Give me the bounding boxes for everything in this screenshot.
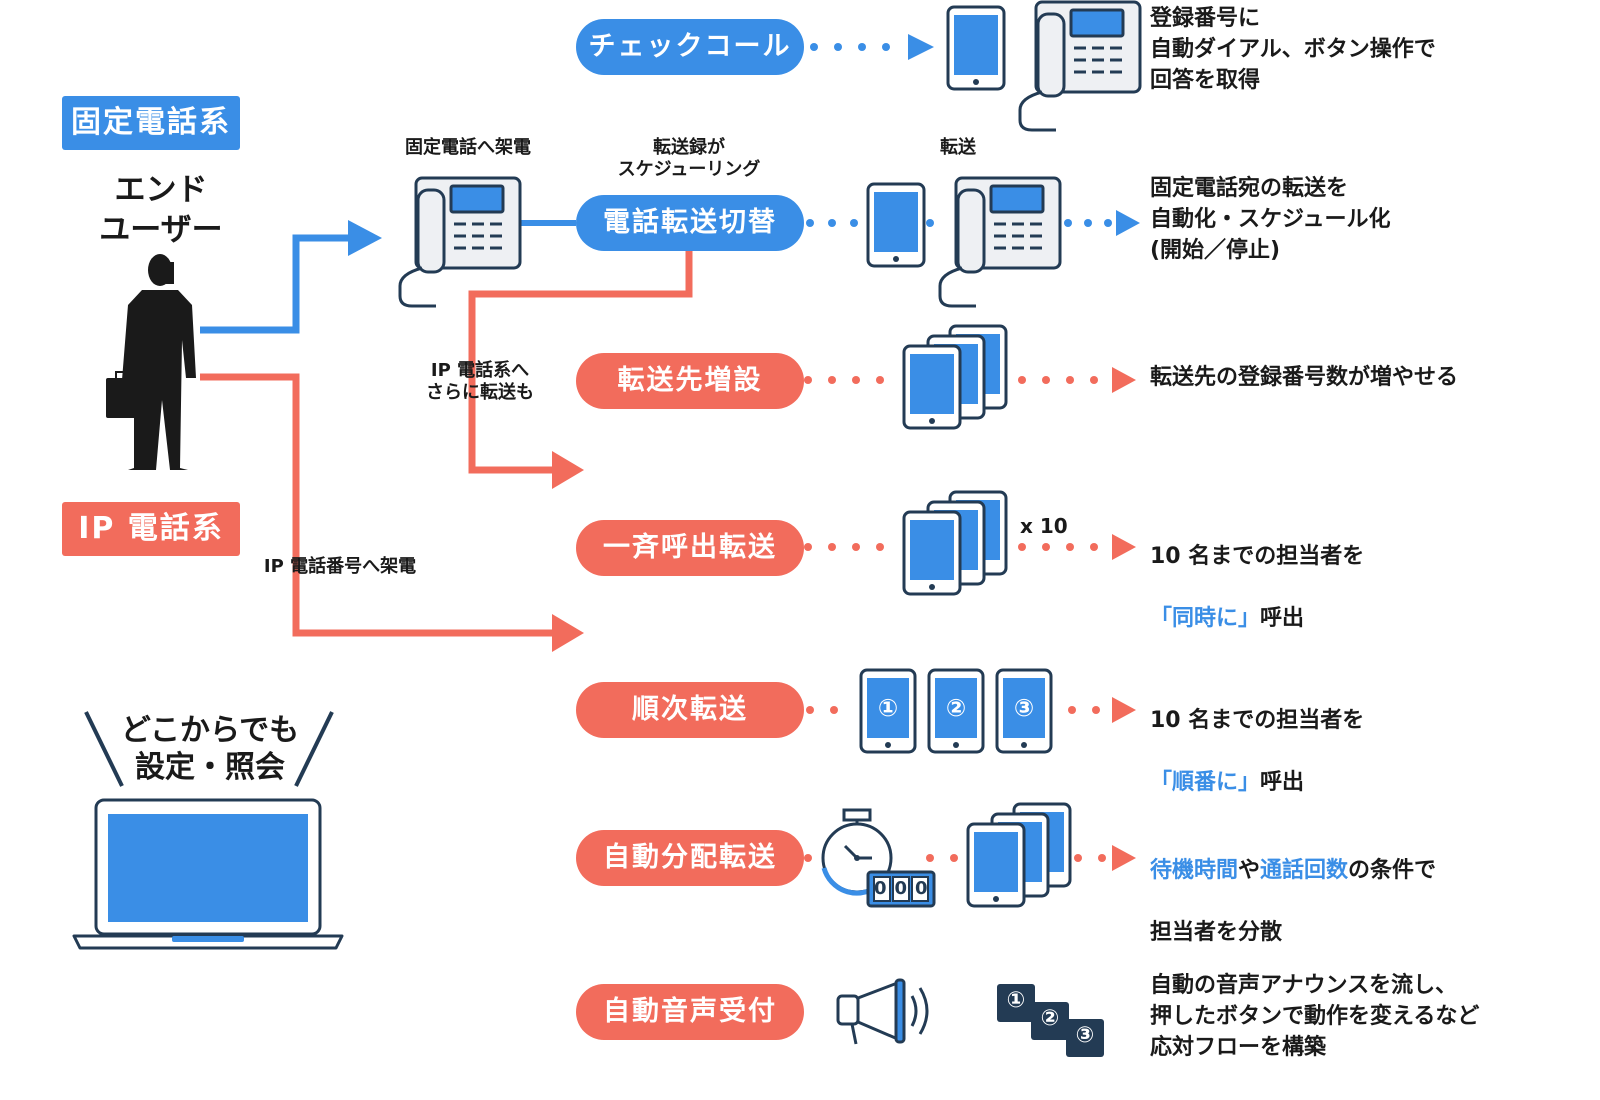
service-transfer-switch: 電話転送切替 <box>576 195 804 251</box>
desc-distribution-line2: 担当者を分散 <box>1150 920 1283 945</box>
seq-number-1: ① <box>877 694 899 722</box>
red-route-line <box>200 373 556 637</box>
service-auto-voice: 自動音声受付 <box>576 984 804 1040</box>
row0-deskphone-icon <box>1018 0 1142 132</box>
row1-deskphone-icon <box>938 176 1062 308</box>
row2-arrow <box>1112 367 1136 393</box>
fixed-tag-bg <box>62 96 240 150</box>
desc-sequential-highlight: 「順番に」 <box>1150 770 1261 795</box>
desc-simultaneous-call: 10 名までの担当者を 「同時に」呼出 <box>1150 510 1364 634</box>
desk-phone-icon <box>398 176 522 308</box>
key-number-3: ③ <box>1075 1023 1095 1048</box>
service-check-call: チェックコール <box>576 19 804 75</box>
row5-tablets-icon <box>968 804 1070 906</box>
row3-tablets-icon <box>904 492 1006 594</box>
desc-check-call: 登録番号に 自動ダイアル、ボタン操作で 回答を取得 <box>1150 6 1436 93</box>
businessman-icon <box>106 254 196 470</box>
fixed-line-tag: 固定電話系 <box>71 105 231 140</box>
desc-distribution-condition: の条件で <box>1348 858 1437 883</box>
anywhere-label: どこからでも 設定・照会 <box>120 713 300 785</box>
desc-sequential-transfer: 10 名までの担当者を 「順番に」呼出 <box>1150 674 1364 798</box>
row1-tablet-icon <box>866 182 926 268</box>
key-number-1: ① <box>1006 988 1026 1013</box>
desc-distribution-call-count: 通話回数 <box>1260 858 1349 883</box>
ip-phone-tag: IP 電話系 <box>78 511 224 546</box>
row1-arrow <box>1116 210 1140 236</box>
numbered-keys-icon <box>997 984 1104 1057</box>
row4-numbered-tablets <box>859 668 1053 754</box>
service-add-destination: 転送先増設 <box>576 353 804 409</box>
dots-row0 <box>810 43 890 51</box>
call-fixed-label: 固定電話へ架電 <box>405 137 531 158</box>
desc-simultaneous-tail: 呼出 <box>1260 606 1305 631</box>
transfer-label: 転送 <box>940 137 976 158</box>
row5-arrow <box>1112 845 1136 871</box>
row0-arrow <box>908 34 934 60</box>
desc-simultaneous-highlight: 「同時に」 <box>1150 606 1261 631</box>
dots-row5 <box>804 854 1106 862</box>
service-auto-distribution: 自動分配転送 <box>576 830 804 886</box>
blue-route-line <box>200 234 350 334</box>
stopwatch-icon <box>821 808 936 908</box>
desc-sequential-tail: 呼出 <box>1260 770 1305 795</box>
end-user-label: エンド ユーザー <box>99 172 223 248</box>
desc-simultaneous-line1: 10 名までの担当者を <box>1150 544 1365 569</box>
desc-sequential-line1: 10 名までの担当者を <box>1150 708 1365 733</box>
row2-tablets-icon <box>904 326 1006 428</box>
desc-distribution-wait-time: 待機時間 <box>1150 858 1239 883</box>
desc-auto-distribution: 待機時間や通話回数の条件で 担当者を分散 <box>1150 824 1436 948</box>
ip-forward-line <box>468 250 693 474</box>
desc-add-destination: 転送先の登録番号数が増やせる <box>1150 365 1459 390</box>
dots-row4 <box>806 706 1100 714</box>
dots-row3 <box>804 543 1098 551</box>
ip-forward-label: IP 電話系へ さらに転送も <box>426 360 534 403</box>
service-sequential-transfer: 順次転送 <box>576 682 804 738</box>
dots-row1 <box>806 219 1112 227</box>
seq-number-2: ② <box>945 694 967 722</box>
red-route-arrow <box>552 614 584 652</box>
ip-call-label: IP 電話番号へ架電 <box>263 556 417 577</box>
ip-forward-arrow <box>552 451 584 489</box>
desc-auto-voice: 自動の音声アナウンスを流し、 押したボタンで動作を変えるなど 応対フローを構築 <box>1150 973 1480 1060</box>
desc-transfer-switch: 固定電話宛の転送を 自動化・スケジュール化 (開始／停止) <box>1150 176 1391 263</box>
dots-row2 <box>804 376 1098 384</box>
megaphone-icon <box>836 978 929 1045</box>
service-simultaneous-call: 一斉呼出転送 <box>576 520 804 576</box>
ip-tag-bg <box>62 502 240 556</box>
seq-number-3: ③ <box>1013 694 1035 722</box>
row3-arrow <box>1112 534 1136 560</box>
row4-arrow <box>1112 697 1136 723</box>
times-ten-label: x 10 <box>1020 514 1068 538</box>
blue-route-arrow <box>348 220 382 256</box>
timer-display: 000 <box>874 878 936 899</box>
laptop-icon <box>72 711 344 950</box>
desc-distribution-ya: や <box>1238 858 1261 883</box>
schedule-label: 転送録が スケジューリング <box>617 137 761 180</box>
row0-tablet-icon <box>946 5 1006 91</box>
key-number-2: ② <box>1040 1006 1060 1031</box>
